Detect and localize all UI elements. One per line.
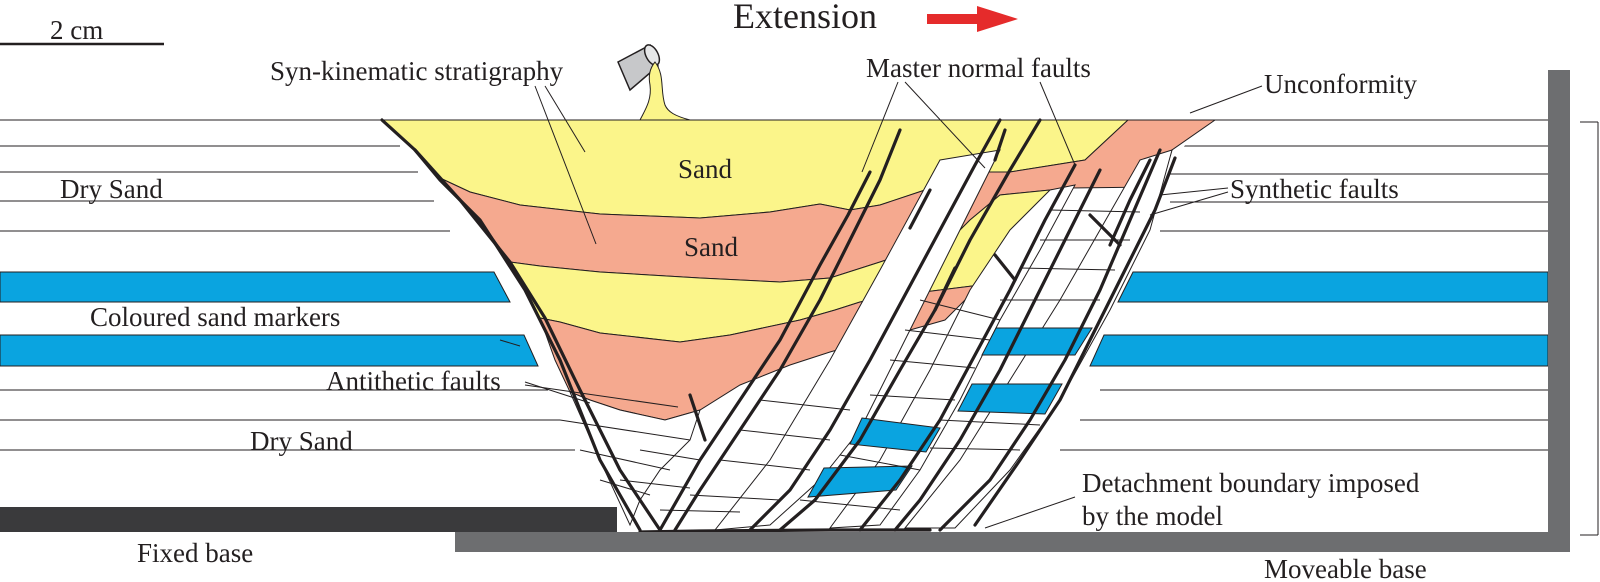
- master-normal-fault-3: [858, 163, 1077, 532]
- blue-marker-lower-left: [0, 334, 539, 367]
- label-moveable-base: Moveable base: [1264, 554, 1427, 582]
- leader-lines: [499, 81, 1263, 529]
- moveable-wall: [1548, 70, 1570, 552]
- label-fixed-base: Fixed base: [137, 538, 253, 568]
- scale-bar-label: 2 cm: [50, 15, 103, 45]
- moveable-base: [455, 532, 1548, 552]
- detachment-boundary: [638, 528, 932, 534]
- label-dry-sand-top: Dry Sand: [60, 174, 163, 204]
- label-syn-kinematic: Syn-kinematic stratigraphy: [270, 56, 564, 86]
- label-master-normal-faults: Master normal faults: [866, 53, 1091, 83]
- blue-marker-upper-left: [0, 271, 511, 303]
- label-sand-upper: Sand: [678, 154, 733, 184]
- extension-title: Extension: [733, 0, 877, 36]
- blue-marker-lower-right: [1089, 334, 1549, 367]
- label-coloured-markers: Coloured sand markers: [90, 302, 340, 332]
- synthetic-fault-1: [938, 148, 1162, 532]
- prekinematic-strata-left: [0, 119, 575, 451]
- label-synthetic-faults: Synthetic faults: [1230, 174, 1399, 204]
- fixed-base: [0, 507, 617, 532]
- fault-lines: [380, 118, 1177, 534]
- label-detachment-line1: Detachment boundary imposed: [1082, 468, 1420, 498]
- model-height-bracket: [1580, 121, 1599, 536]
- prekinematic-strata-right: [1060, 119, 1548, 451]
- right-arrow-icon: [927, 6, 1018, 32]
- label-detachment-line2: by the model: [1082, 501, 1223, 531]
- master-normal-fault-2: [748, 118, 1002, 532]
- master-normal-fault-1: [658, 170, 872, 532]
- blue-marker-block-3: [849, 417, 941, 453]
- label-unconformity: Unconformity: [1264, 69, 1417, 99]
- synthetic-fault-2: [973, 156, 1177, 527]
- bucket-icon: [617, 43, 691, 121]
- blue-marker-block-2: [957, 383, 1063, 415]
- label-antithetic-faults: Antithetic faults: [326, 366, 501, 396]
- label-dry-sand-bottom: Dry Sand: [250, 426, 353, 456]
- blue-marker-upper-right: [1117, 271, 1549, 303]
- label-sand-lower: Sand: [684, 232, 739, 262]
